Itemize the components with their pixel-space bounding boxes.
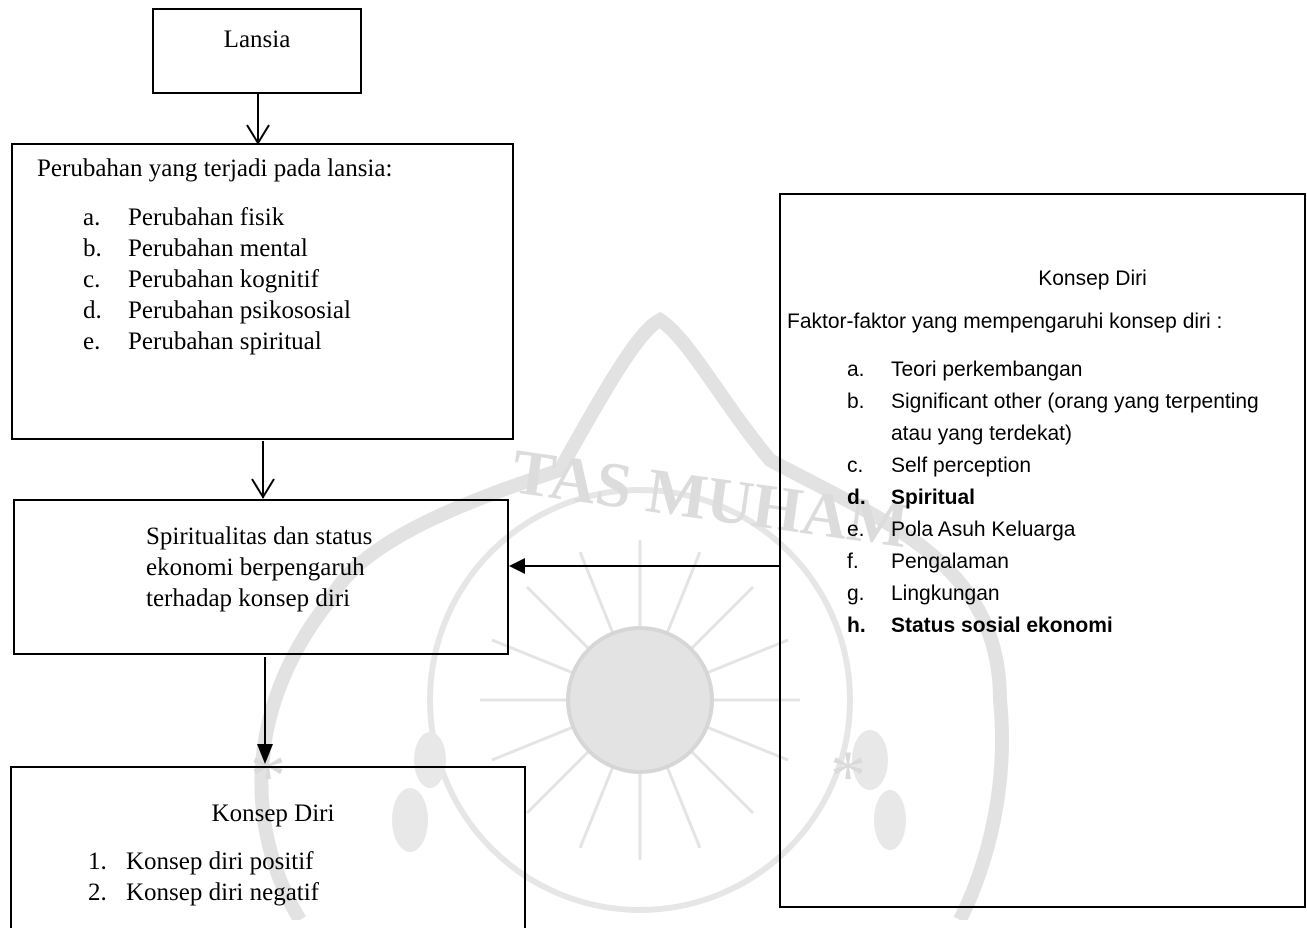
- list-item: b.Significant other (orang yang terpenti…: [847, 390, 1259, 445]
- pengaruh-box: Spiritualitas dan status ekonomi berpeng…: [13, 499, 509, 655]
- list-item: g.Lingkungan: [847, 582, 1000, 605]
- perubahan-box: Perubahan yang terjadi pada lansia: a.Pe…: [11, 143, 514, 440]
- list-item: 2.Konsep diri negatif: [88, 879, 320, 906]
- lansia-title: Lansia: [223, 26, 291, 53]
- list-item: h.Status sosial ekonomi: [847, 614, 1113, 637]
- list-item: d.Spiritual: [847, 486, 976, 509]
- list-item: f.Pengalaman: [847, 550, 1009, 573]
- konsep-diri-result-title: Konsep Diri: [211, 800, 335, 827]
- list-item: e.Perubahan spiritual: [83, 328, 322, 355]
- list-item: a.Perubahan fisik: [83, 204, 285, 231]
- faktor-title: Konsep Diri: [1038, 267, 1147, 290]
- faktor-list: a.Teori perkembangan b.Significant other…: [787, 354, 1303, 642]
- perubahan-heading: Perubahan yang terjadi pada lansia:: [37, 155, 393, 182]
- list-item: a.Teori perkembangan: [847, 358, 1083, 381]
- list-item: b.Perubahan mental: [83, 235, 308, 262]
- konsep-diri-result-box: Konsep Diri 1.Konsep diri positif 2.Kons…: [10, 766, 526, 928]
- list-item: e.Pola Asuh Keluarga: [847, 518, 1076, 541]
- list-item: c.Self perception: [847, 454, 1032, 477]
- faktor-heading: Faktor-faktor yang mempengaruhi konsep d…: [787, 310, 1223, 333]
- konsep-diri-result-list: 1.Konsep diri positif 2.Konsep diri nega…: [40, 846, 524, 908]
- pengaruh-text: Spiritualitas dan status ekonomi berpeng…: [146, 523, 373, 612]
- list-item: c.Perubahan kognitif: [83, 266, 319, 293]
- svg-text:*: *: [830, 736, 866, 816]
- list-item: d.Perubahan psikososial: [83, 297, 351, 324]
- faktor-box: Konsep Diri Faktor-faktor yang mempengar…: [779, 193, 1306, 908]
- list-item: 1.Konsep diri positif: [88, 848, 314, 875]
- perubahan-list: a.Perubahan fisik b.Perubahan mental c.P…: [37, 202, 492, 357]
- lansia-box: Lansia: [152, 8, 362, 94]
